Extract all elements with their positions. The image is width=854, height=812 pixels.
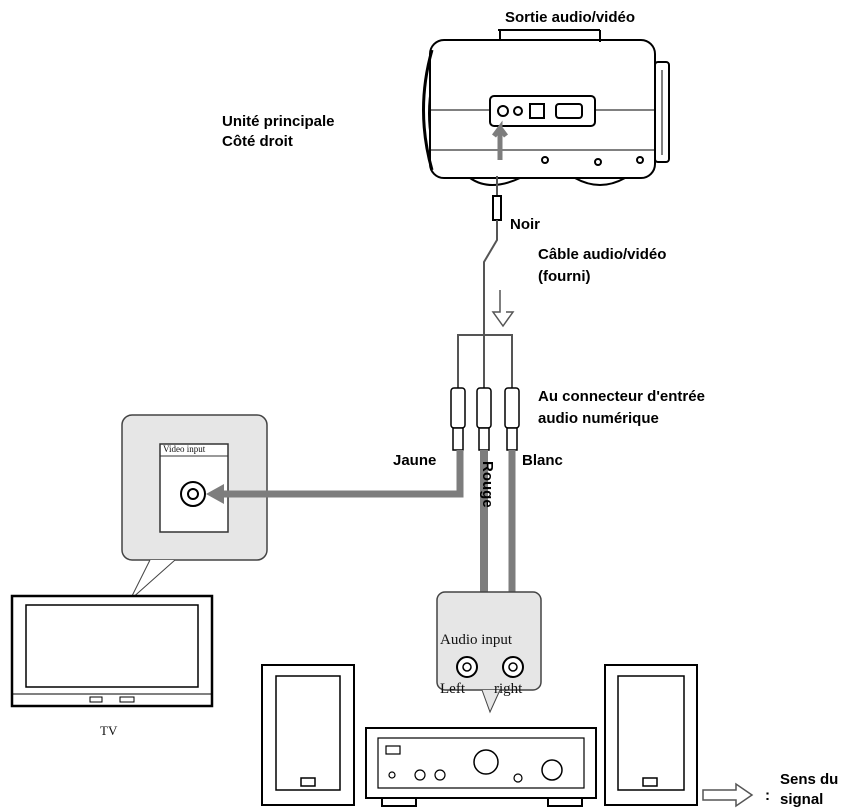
digital-audio-label: audio numérique xyxy=(538,410,659,427)
av-cable xyxy=(457,176,513,390)
yellow-label: Jaune xyxy=(393,452,437,469)
av-out-arrow xyxy=(492,120,508,160)
av-output-label: Sortie audio/vidéo xyxy=(505,9,636,26)
rca-plugs xyxy=(450,387,520,451)
right-side-label: Côté droit xyxy=(222,133,293,150)
amp-audio-panel xyxy=(436,591,542,714)
tv xyxy=(10,594,214,708)
audio-input-label: Audio input xyxy=(440,632,513,648)
signal-direction-label-1: Sens du xyxy=(780,771,839,788)
white-label: Blanc xyxy=(522,452,563,469)
black-label: Noir xyxy=(510,216,540,233)
video-signal-arrow xyxy=(218,450,464,498)
signal-direction-label-2: signal xyxy=(780,791,824,808)
av-cable-label: Câble audio/vidéo xyxy=(538,246,667,263)
left-speaker xyxy=(261,664,355,806)
video-input-label: Video input xyxy=(163,444,206,454)
tv-label: TV xyxy=(100,723,118,738)
cable-signal-arrow xyxy=(491,290,515,328)
amplifier xyxy=(365,727,597,807)
main-unit-label: Unité principale xyxy=(222,113,335,130)
input-connector-label: Au connecteur d'entrée xyxy=(538,388,705,405)
supplied-label: (fourni) xyxy=(538,268,591,285)
right-speaker xyxy=(604,664,698,806)
camcorder xyxy=(422,29,670,186)
red-label: Rouge xyxy=(479,461,496,508)
tv-video-panel xyxy=(121,414,268,601)
left-channel-label: Left xyxy=(440,681,465,697)
right-channel-label: right xyxy=(494,681,523,697)
signal-legend-arrow xyxy=(702,782,754,808)
signal-colon: : xyxy=(765,787,770,804)
